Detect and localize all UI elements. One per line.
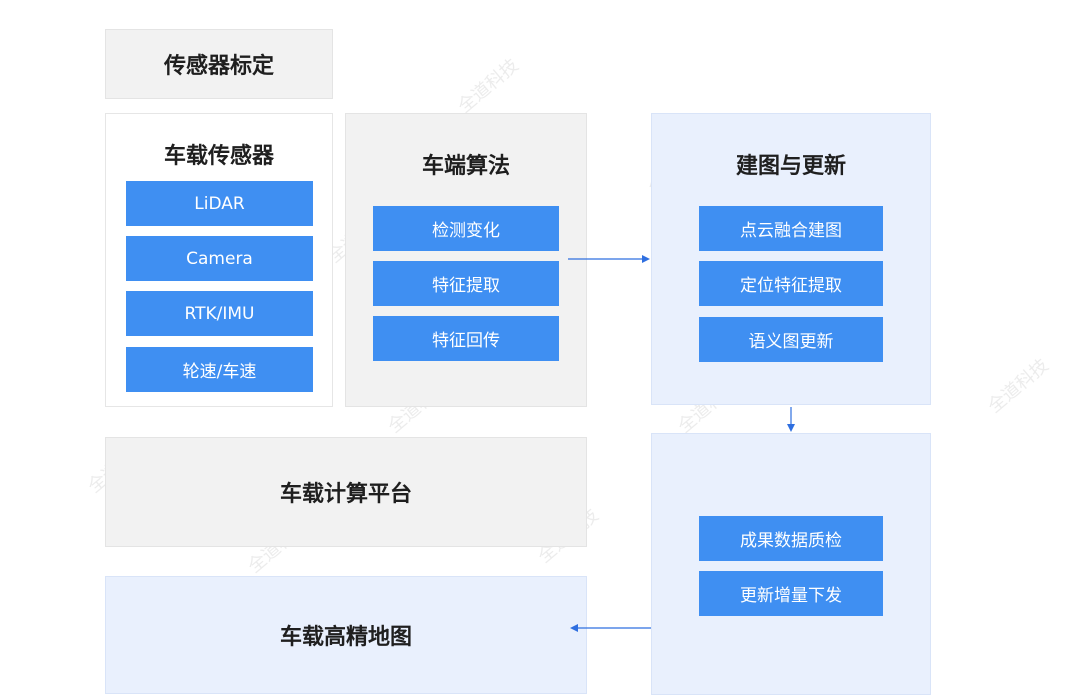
algorithm-box: 车端算法 检测变化 特征提取 特征回传 <box>345 113 587 407</box>
hd-map-box: 车载高精地图 <box>105 576 587 694</box>
compute-platform-title: 车载计算平台 <box>279 482 412 507</box>
algorithm-item-feature-extraction: 特征提取 <box>373 261 559 306</box>
compute-platform-box: 车载计算平台 <box>105 437 587 547</box>
mapping-title: 建图与更新 <box>735 154 846 179</box>
hd-map-title: 车载高精地图 <box>279 625 412 650</box>
watermark-logo-icon: 全道科技 <box>984 355 1053 417</box>
sensors-title: 车载传感器 <box>163 144 274 169</box>
algorithm-title: 车端算法 <box>421 154 510 179</box>
mapping-item-semantic-update: 语义图更新 <box>699 317 883 362</box>
algorithm-item-change-detection: 检测变化 <box>373 206 559 251</box>
algorithm-item-feature-upload: 特征回传 <box>373 316 559 361</box>
sensor-item-rtk-imu: RTK/IMU <box>126 291 313 336</box>
output-item-quality-check: 成果数据质检 <box>699 516 883 561</box>
calibration-box: 传感器标定 <box>105 29 333 99</box>
sensor-item-camera: Camera <box>126 236 313 281</box>
mapping-item-pointcloud-fusion: 点云融合建图 <box>699 206 883 251</box>
svg-text:全道科技: 全道科技 <box>984 355 1053 417</box>
mapping-item-localization-features: 定位特征提取 <box>699 261 883 306</box>
sensors-box: 车载传感器 LiDAR Camera RTK/IMU 轮速/车速 <box>105 113 333 407</box>
svg-text:全道科技: 全道科技 <box>454 55 523 117</box>
sensor-item-wheel-speed: 轮速/车速 <box>126 347 313 392</box>
mapping-box: 建图与更新 点云融合建图 定位特征提取 语义图更新 <box>651 113 931 405</box>
output-box: 成果数据质检 更新增量下发 <box>651 433 931 695</box>
output-item-incremental-delivery: 更新增量下发 <box>699 571 883 616</box>
calibration-title: 传感器标定 <box>163 54 274 79</box>
sensor-item-lidar: LiDAR <box>126 181 313 226</box>
